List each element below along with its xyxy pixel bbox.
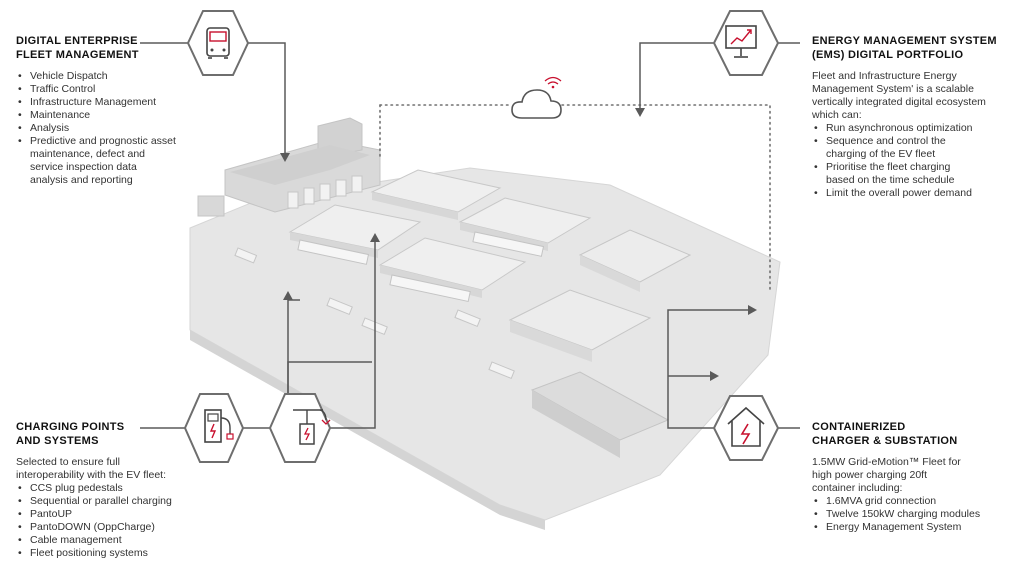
container-list: 1.6MVA grid connection Twelve 150kW char…	[812, 495, 1012, 534]
monitor-chart-icon	[712, 10, 780, 76]
fleet-management-panel: DIGITAL ENTERPRISE FLEET MANAGEMENT Vehi…	[16, 34, 176, 187]
bus-icon	[186, 10, 250, 76]
list-item: Run asynchronous optimization	[812, 122, 1012, 135]
list-item: Maintenance	[16, 109, 176, 122]
list-item: PantoDOWN (OppCharge)	[16, 521, 186, 534]
charging-list: CCS plug pedestals Sequential or paralle…	[16, 482, 186, 560]
list-item: CCS plug pedestals	[16, 482, 186, 495]
list-item: 1.6MVA grid connection	[812, 495, 1012, 508]
arrowheads	[280, 108, 757, 381]
container-title: CONTAINERIZED CHARGER & SUBSTATION	[812, 421, 958, 447]
list-item: Traffic Control	[16, 83, 176, 96]
connector-lines	[140, 42, 800, 429]
fleet-management-title: DIGITAL ENTERPRISE FLEET MANAGEMENT	[16, 35, 139, 61]
list-item: Energy Management System	[812, 521, 1012, 534]
list-item: Prioritise the fleet charging based on t…	[812, 161, 976, 187]
charging-title: CHARGING POINTS AND SYSTEMS	[16, 421, 125, 447]
ems-title: ENERGY MANAGEMENT SYSTEM (EMS) DIGITAL P…	[812, 35, 997, 61]
fleet-management-list: Vehicle Dispatch Traffic Control Infrast…	[16, 70, 176, 187]
depot-illustration	[189, 117, 781, 530]
list-item: Sequence and control the charging of the…	[812, 135, 966, 161]
list-item: Predictive and prognostic asset maintena…	[16, 135, 176, 187]
list-item: PantoUP	[16, 508, 186, 521]
ems-list: Run asynchronous optimization Sequence a…	[812, 122, 1012, 200]
list-item: Sequential or parallel charging	[16, 495, 186, 508]
list-item: Fleet positioning systems	[16, 547, 186, 560]
list-item: Twelve 150kW charging modules	[812, 508, 1012, 521]
charging-panel: CHARGING POINTS AND SYSTEMS Selected to …	[16, 420, 186, 560]
list-item: Vehicle Dispatch	[16, 70, 176, 83]
list-item: Limit the overall power demand	[812, 187, 1012, 200]
container-intro: 1.5MW Grid-eMotion™ Fleet for high power…	[812, 456, 961, 494]
charging-pedestal-icon	[183, 393, 245, 463]
list-item: Analysis	[16, 122, 176, 135]
ems-intro: Fleet and Infrastructure Energy Manageme…	[812, 70, 986, 121]
list-item: Cable management	[16, 534, 186, 547]
pantograph-icon	[268, 393, 332, 463]
house-lightning-icon	[712, 395, 780, 461]
cloud-wifi-icon	[511, 76, 562, 119]
data-network-lines	[379, 104, 771, 291]
charging-intro: Selected to ensure full interoperability…	[16, 456, 166, 481]
ems-panel: ENERGY MANAGEMENT SYSTEM (EMS) DIGITAL P…	[812, 34, 1012, 200]
container-panel: CONTAINERIZED CHARGER & SUBSTATION 1.5MW…	[812, 420, 1012, 534]
list-item: Infrastructure Management	[16, 96, 176, 109]
